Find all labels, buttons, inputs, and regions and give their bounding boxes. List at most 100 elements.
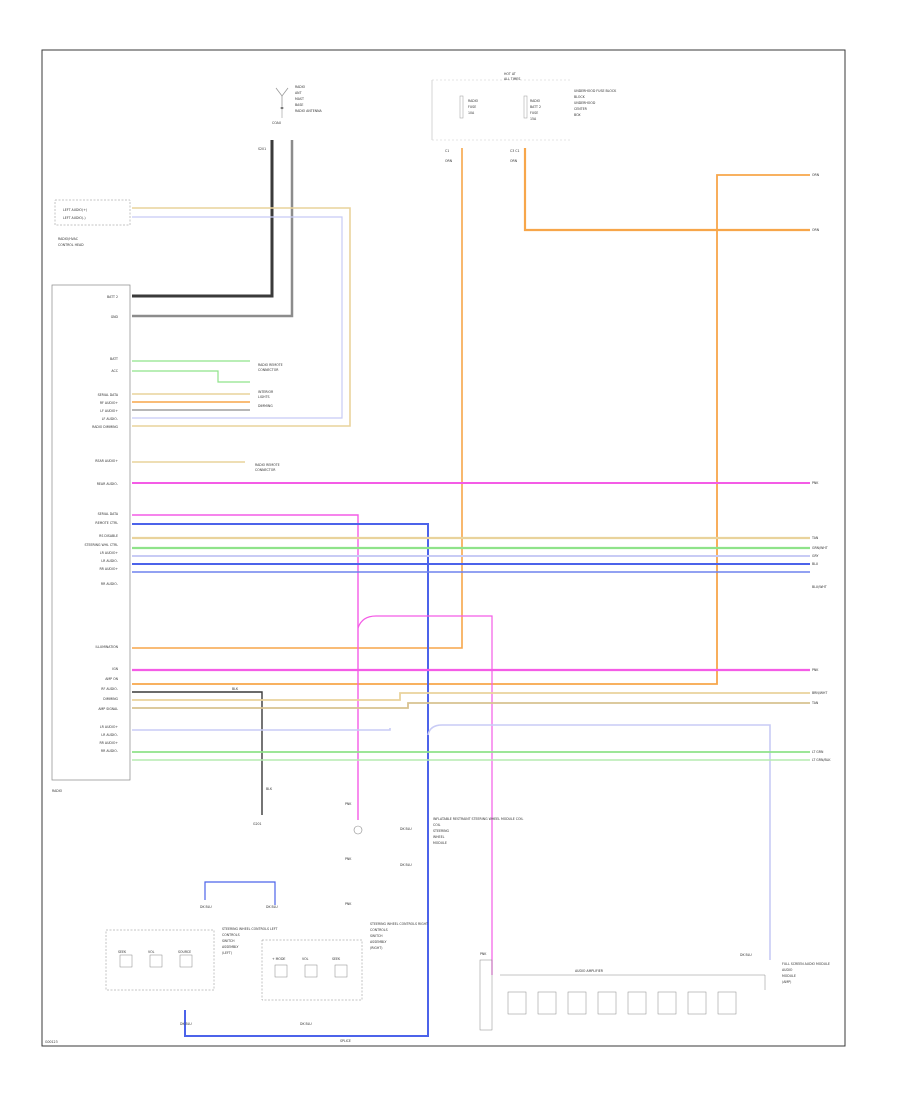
svg-text:WHEEL: WHEEL: [433, 835, 445, 839]
svg-text:LT GRN/BLK: LT GRN/BLK: [812, 758, 831, 762]
wire-tan-lower1: [132, 692, 810, 701]
footer-code: G00123: [45, 1040, 58, 1044]
left-switch-assembly: DK BLU DK BLU STEERING WHEEL CONTROLS LE…: [105, 905, 278, 1026]
module-pin-label: RADIO DIMMING: [92, 425, 118, 429]
svg-text:GRN/WHT: GRN/WHT: [812, 546, 828, 550]
svg-text:COAX: COAX: [272, 121, 282, 125]
svg-text:BATT 2: BATT 2: [530, 105, 541, 109]
svg-text:CONTROL HEAD: CONTROL HEAD: [58, 243, 84, 247]
svg-text:(RIGHT): (RIGHT): [370, 946, 382, 950]
fuse-block: HOT AT ALL TIMES RADIO FUSE 10A RADIO BA…: [431, 72, 617, 163]
left-switch-label: STEERING WHEEL CONTROLS LEFT: [222, 927, 278, 931]
svg-text:+ MODE: + MODE: [272, 957, 285, 961]
wire-tan-lower2: [132, 702, 810, 709]
wire-orange-fuse: [132, 148, 463, 649]
svg-text:BLU: BLU: [812, 562, 819, 566]
amp-pin-box: [657, 991, 677, 1015]
svg-text:BASE: BASE: [295, 103, 303, 107]
splice-label: S201: [258, 147, 266, 151]
svg-text:AUDIO: AUDIO: [782, 968, 793, 972]
svg-text:C1: C1: [445, 149, 449, 153]
svg-text:PNK: PNK: [345, 857, 352, 861]
module-pin-label: ACC: [111, 369, 118, 373]
svg-text:BLK: BLK: [232, 687, 239, 691]
module-pin-label: STEERING WHL CTRL: [84, 543, 118, 547]
svg-text:PNK: PNK: [480, 952, 487, 956]
svg-text:C3 C1: C3 C1: [510, 149, 520, 153]
svg-text:VOL: VOL: [148, 950, 155, 954]
svg-text:CONTROLS: CONTROLS: [222, 933, 240, 937]
svg-text:DK BLU: DK BLU: [200, 905, 212, 909]
wire-green-2: [132, 370, 250, 383]
wire-coax-gray: [132, 140, 294, 318]
svg-text:PNK: PNK: [345, 802, 352, 806]
wire-orange-amp: [132, 174, 810, 685]
module-pin-label: LR AUDIO-: [101, 733, 118, 737]
svg-text:SEEK: SEEK: [332, 957, 341, 961]
svg-text:BRN/WHT: BRN/WHT: [812, 691, 827, 695]
svg-text:CONTROLS: CONTROLS: [370, 928, 388, 932]
svg-text:PNK: PNK: [345, 902, 352, 906]
svg-text:RADIO/HVAC: RADIO/HVAC: [58, 237, 79, 241]
svg-text:MODULE: MODULE: [782, 974, 796, 978]
svg-text:DK BLU: DK BLU: [300, 1022, 312, 1026]
svg-text:PNK: PNK: [812, 668, 819, 672]
svg-text:LT GRN: LT GRN: [812, 750, 824, 754]
module-pin-label: RS DISABLE: [99, 534, 118, 538]
amp-pin-box: [507, 991, 527, 1015]
amp-pin-box: [627, 991, 647, 1015]
svg-text:FUSE: FUSE: [468, 105, 476, 109]
svg-text:DK BLU: DK BLU: [400, 827, 412, 831]
svg-text:(AMP): (AMP): [782, 980, 791, 984]
svg-text:MAST: MAST: [295, 97, 304, 101]
module-pin-label: RF AUDIO-: [101, 687, 118, 691]
svg-text:UNDERHOOD: UNDERHOOD: [574, 101, 596, 105]
svg-text:MODULE: MODULE: [433, 841, 447, 845]
amp-pin-box: [537, 991, 557, 1015]
svg-text:DIMMING: DIMMING: [258, 404, 273, 408]
svg-text:RADIO REMOTE: RADIO REMOTE: [255, 463, 280, 467]
module-pin-label: ILLUMINATION: [96, 645, 119, 649]
diagram-border: [41, 49, 846, 1047]
amplifier-connector: PNK AUDIO AMPLIFIER DK BLU FULL SCREEN A…: [479, 952, 830, 1031]
svg-text:ASSEMBLY: ASSEMBLY: [370, 940, 387, 944]
svg-text:RADIO: RADIO: [295, 85, 306, 89]
svg-text:GRY: GRY: [812, 554, 818, 558]
wire-tan-top1: [132, 207, 351, 427]
module-pin-label: SERIAL DATA: [98, 512, 119, 516]
svg-text:BLK: BLK: [266, 787, 273, 791]
svg-text:FUSE: FUSE: [530, 111, 538, 115]
svg-text:DK BLU: DK BLU: [266, 905, 278, 909]
svg-text:ASSEMBLY: ASSEMBLY: [222, 945, 239, 949]
svg-text:CONNECTOR: CONNECTOR: [258, 368, 279, 372]
svg-text:INTERIOR: INTERIOR: [258, 390, 274, 394]
module-pin-label: RR AUDIO+: [99, 741, 118, 745]
svg-text:10A: 10A: [468, 111, 475, 115]
svg-text:BLU/WHT: BLU/WHT: [812, 585, 827, 589]
svg-text:DK BLU: DK BLU: [740, 953, 752, 957]
module-pin-label: LR AUDIO+: [100, 551, 118, 555]
svg-text:ALL TIMES: ALL TIMES: [504, 77, 520, 81]
svg-text:RADIO: RADIO: [468, 99, 479, 103]
module-pin-label: BATT: [110, 357, 118, 361]
wire-coax-black: [132, 140, 274, 298]
wire-orange-batt2: [523, 148, 810, 232]
wire-pink-down: [132, 514, 359, 820]
ground-label: G201: [253, 822, 262, 826]
module-pin-label: RR AUDIO+: [99, 567, 118, 571]
svg-text:ORN: ORN: [445, 159, 453, 163]
wire-black-ground: [132, 691, 263, 815]
right-switch-label: STEERING WHEEL CONTROLS RIGHT: [370, 922, 428, 926]
svg-text:LEFT AUDIO(+): LEFT AUDIO(+): [63, 208, 87, 212]
module-pin-label: BATT 2: [107, 295, 118, 299]
svg-text:ORN: ORN: [812, 173, 820, 177]
amp-pin-box: [597, 991, 617, 1015]
module-pin-label: GND: [111, 315, 119, 319]
amp-pin-box: [567, 991, 587, 1015]
svg-text:CONNECTOR: CONNECTOR: [255, 468, 276, 472]
svg-text:CENTER: CENTER: [574, 107, 588, 111]
module-pin-label: REMOTE CTRL: [95, 521, 118, 525]
svg-text:ANT: ANT: [295, 91, 302, 95]
